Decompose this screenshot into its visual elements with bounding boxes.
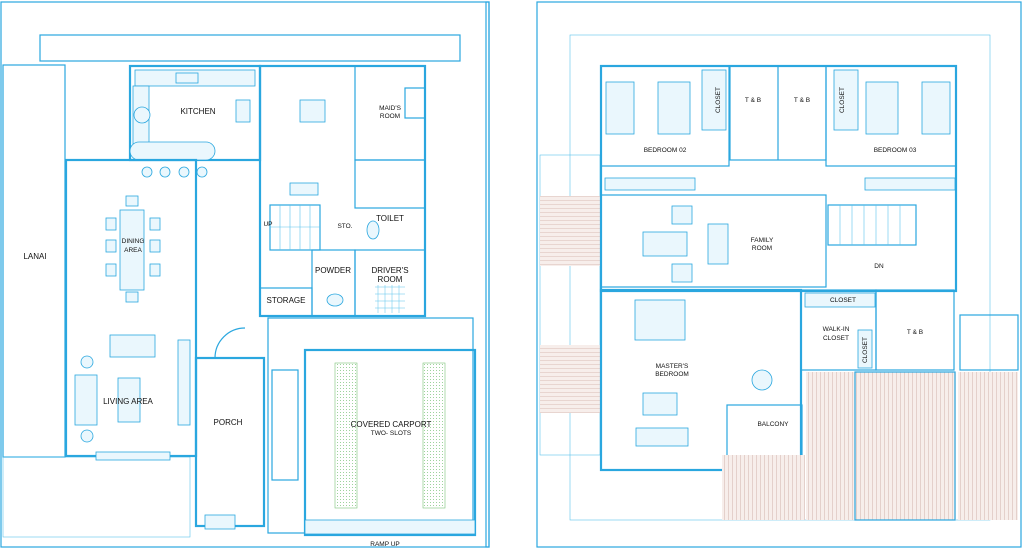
staircase xyxy=(269,204,321,251)
lanai-area xyxy=(2,64,66,458)
parking-slot xyxy=(422,362,446,509)
armchair xyxy=(671,263,693,283)
carport xyxy=(303,348,477,537)
label-closet-vertical: CLOSET xyxy=(862,337,869,363)
label-carport-2: TWO- SLOTS xyxy=(371,430,412,437)
bench xyxy=(642,392,678,416)
second-floor-plan: CLOSET T & B T & B CLOSET BEDROOM 02 BED… xyxy=(536,1,1022,548)
toilet-room xyxy=(354,159,426,209)
dining-chairs xyxy=(105,195,161,303)
label-bedroom-03: BEDROOM 03 xyxy=(874,147,917,154)
window xyxy=(95,451,171,461)
staircase xyxy=(827,204,917,246)
roof-deck xyxy=(854,371,956,521)
label-dining: DINING xyxy=(122,238,145,245)
sofa xyxy=(635,427,689,447)
porch-step xyxy=(204,514,236,530)
bed xyxy=(921,81,951,135)
bed xyxy=(605,81,635,135)
tv-console xyxy=(177,339,191,426)
label-drivers-room-2: ROOM xyxy=(378,275,403,284)
armchair xyxy=(671,205,693,225)
label-down: DN xyxy=(874,263,884,270)
coffee-table xyxy=(642,231,688,257)
label-carport: COVERED CARPORT xyxy=(351,420,432,429)
closet-left xyxy=(701,69,727,131)
label-powder: POWDER xyxy=(315,266,351,275)
ground-floor-labels: KITCHEN MAID'S ROOM LANAI DINING AREA UP… xyxy=(23,105,431,548)
ground-floor-plan: KITCHEN MAID'S ROOM LANAI DINING AREA UP… xyxy=(0,1,490,548)
bar-stools xyxy=(141,166,208,178)
porch xyxy=(194,356,266,528)
label-balcony: BALCONY xyxy=(757,421,789,428)
label-dining-2: AREA xyxy=(124,247,142,254)
sofa xyxy=(707,223,729,265)
second-floor-labels: CLOSET T & B T & B CLOSET BEDROOM 02 BED… xyxy=(644,87,923,428)
label-toilet: TOILET xyxy=(376,214,404,223)
kitchen-island xyxy=(129,141,216,161)
stove xyxy=(133,106,151,124)
bedroom-03 xyxy=(825,65,957,167)
drivers-room xyxy=(354,249,426,317)
label-family-room-2: ROOM xyxy=(752,245,772,252)
bed xyxy=(657,81,691,135)
label-family-room: FAMILY xyxy=(751,237,774,244)
label-tb-master: T & B xyxy=(907,329,923,336)
label-porch: PORCH xyxy=(214,418,243,427)
label-drivers-room: DRIVER'S xyxy=(371,266,408,275)
deck xyxy=(722,455,805,520)
desk xyxy=(604,177,696,191)
bed xyxy=(865,81,899,135)
label-storage-small: STO. xyxy=(337,223,352,230)
label-closet-left: CLOSET xyxy=(715,87,722,113)
master-bed xyxy=(634,299,686,341)
label-tb-left: T & B xyxy=(745,97,761,104)
label-up: UP xyxy=(263,221,272,228)
closet-right xyxy=(833,69,859,131)
label-walk-in-2: CLOSET xyxy=(823,335,849,342)
label-closet-master: CLOSET xyxy=(830,297,856,304)
entry-door-swing xyxy=(214,327,246,359)
family-room xyxy=(600,194,827,288)
desk xyxy=(864,177,956,191)
label-ramp-up: RAMP UP xyxy=(370,541,400,548)
toilet-fixture xyxy=(366,220,380,240)
sink xyxy=(175,72,199,84)
parking-slot xyxy=(334,362,358,509)
master-bedroom xyxy=(599,288,803,472)
label-maids-room-2: ROOM xyxy=(380,113,400,120)
label-masters-bedroom-2: BEDROOM xyxy=(655,371,689,378)
toilet-fixture xyxy=(326,293,344,307)
lamp xyxy=(80,355,94,369)
lot-boundary xyxy=(536,1,1022,548)
closet-rack xyxy=(804,292,876,308)
label-storage: STORAGE xyxy=(267,296,306,305)
perimeter-paving xyxy=(39,34,461,62)
label-kitchen: KITCHEN xyxy=(180,107,215,116)
label-walk-in: WALK-IN xyxy=(823,326,850,333)
laundry-sink xyxy=(299,99,326,123)
fridge xyxy=(235,99,251,123)
sofa xyxy=(74,374,98,426)
label-maids-room: MAID'S xyxy=(379,105,401,112)
coffee-table xyxy=(117,377,141,423)
service-sink xyxy=(289,182,319,196)
dining-table xyxy=(119,209,145,291)
sofa xyxy=(109,334,156,358)
label-masters-bedroom: MASTER'S xyxy=(656,363,689,370)
round-table xyxy=(751,369,773,391)
label-lanai: LANAI xyxy=(23,252,46,261)
label-living-area: LIVING AREA xyxy=(103,397,153,406)
bedroom-02 xyxy=(600,65,730,167)
master-bathroom xyxy=(875,289,955,371)
label-closet-right: CLOSET xyxy=(839,87,846,113)
label-tb-right: T & B xyxy=(794,97,810,104)
ramp xyxy=(304,519,476,535)
label-bedroom-02: BEDROOM 02 xyxy=(644,147,687,154)
closet-vertical xyxy=(857,329,873,369)
lamp xyxy=(80,429,94,443)
storage-room xyxy=(259,287,313,317)
